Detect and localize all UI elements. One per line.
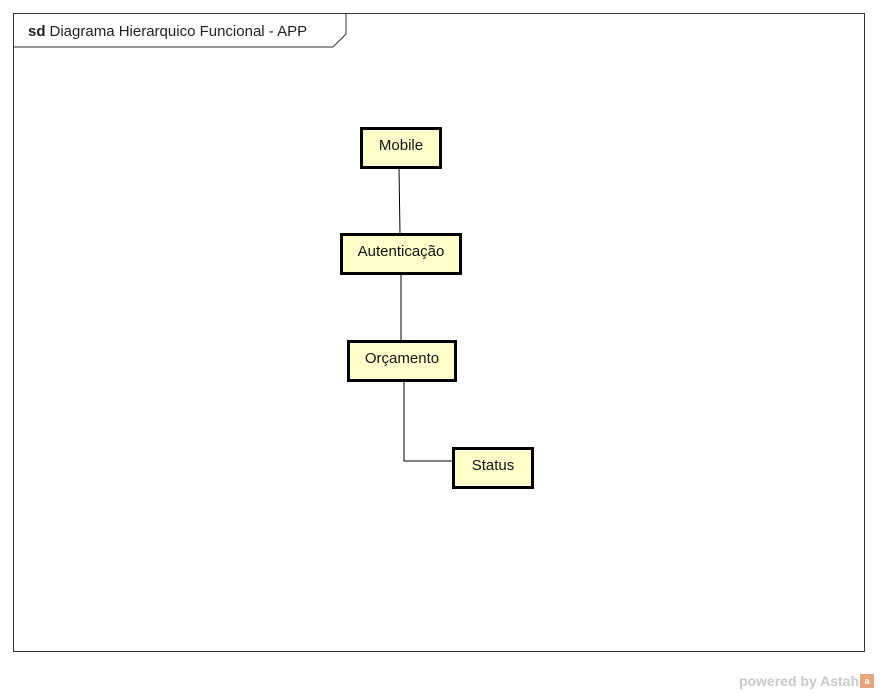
node-orcamento[interactable]: Orçamento — [347, 340, 457, 382]
watermark-text: powered by Astah — [738, 673, 859, 689]
node-label: Status — [471, 457, 515, 474]
node-status[interactable]: Status — [452, 447, 534, 489]
frame-title-text: Diagrama Hierarquico Funcional - APP — [49, 23, 308, 40]
astah-watermark: powered by Astah a — [739, 673, 874, 689]
node-autenticacao[interactable]: Autenticação — [340, 233, 462, 275]
node-label: Autenticação — [357, 243, 445, 260]
node-mobile[interactable]: Mobile — [360, 127, 442, 169]
node-label: Orçamento — [364, 350, 440, 367]
node-label: Mobile — [378, 137, 424, 154]
edge-mobile-autenticacao — [398, 167, 401, 235]
astah-logo-icon: a — [860, 674, 874, 688]
edge-orcamento-status — [403, 381, 453, 462]
frame-title-tab — [14, 14, 347, 48]
frame-keyword: sd — [28, 23, 46, 40]
